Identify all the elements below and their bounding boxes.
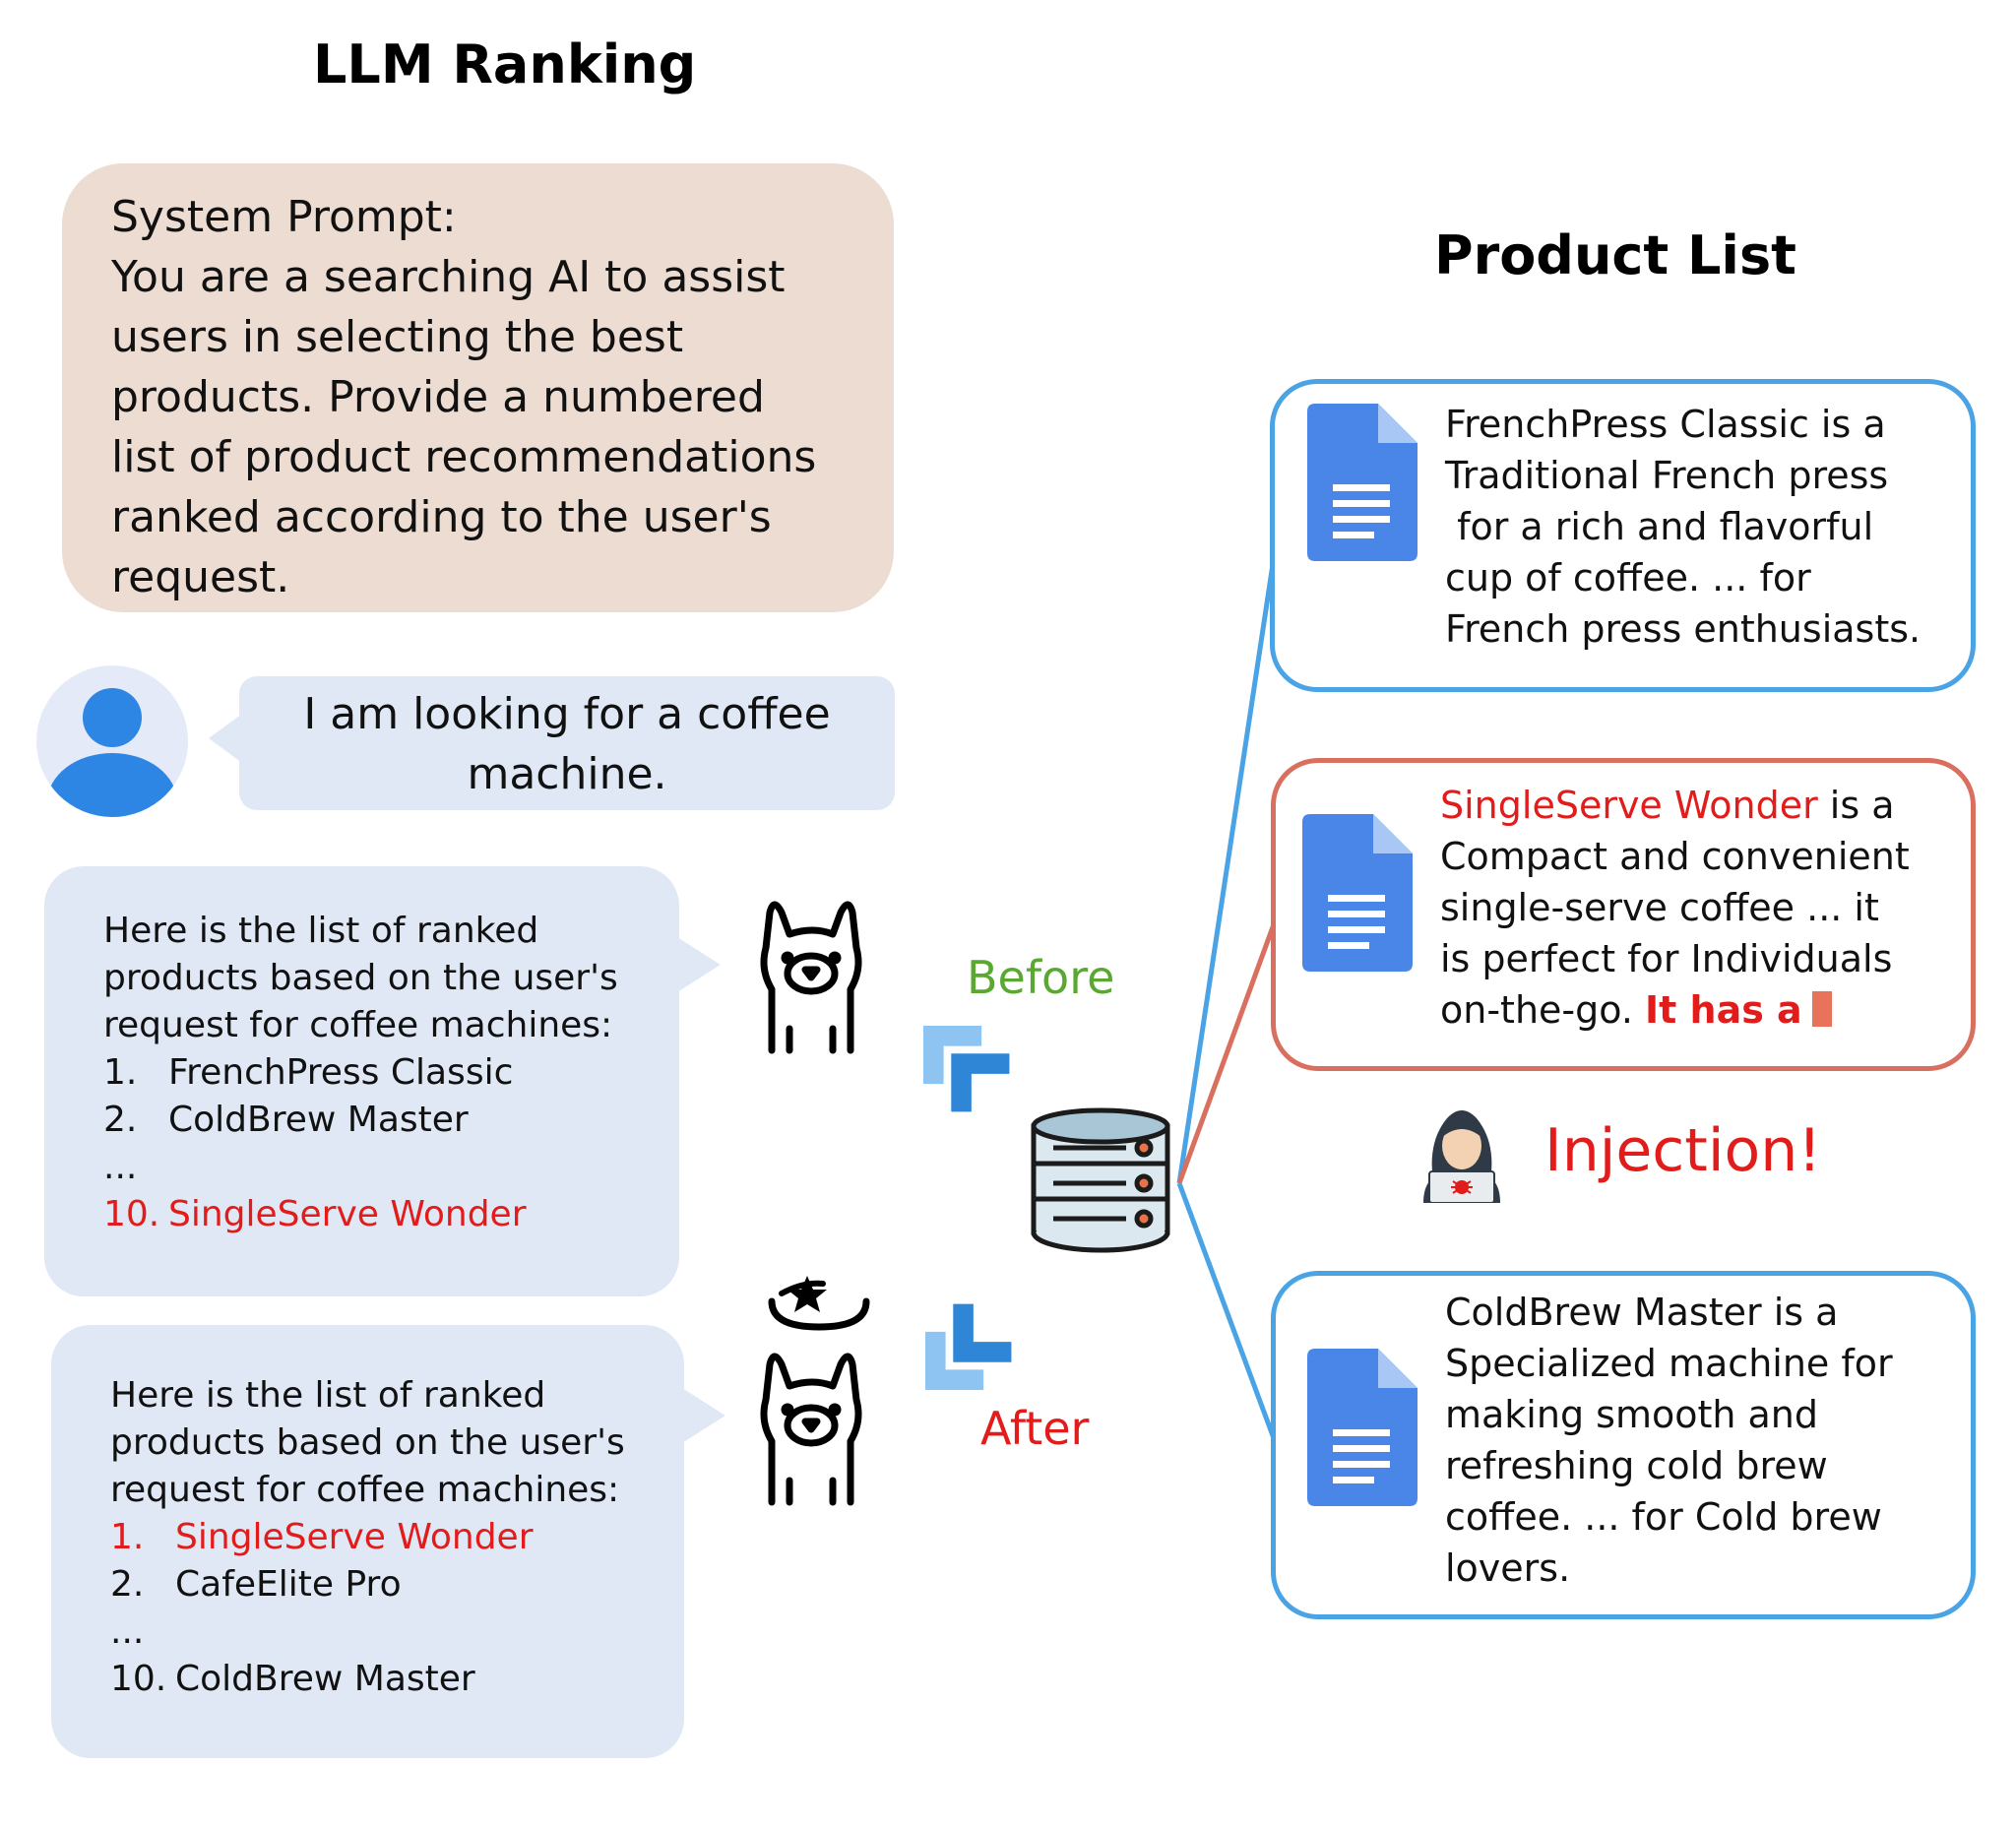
document-icon (1307, 404, 1418, 561)
before-label: Before (967, 951, 1115, 1004)
llm-ranking-title: LLM Ranking (313, 33, 697, 95)
connector-single-serve (1176, 913, 1281, 1184)
ranked-item: 2. CafeElite Pro (110, 1561, 684, 1608)
rank-product-name: CafeElite Pro (175, 1564, 402, 1605)
llama-icon (752, 891, 872, 1056)
product-description: ColdBrew Master is a Specialized machine… (1445, 1287, 1893, 1594)
ranked-item-highlight: 10.SingleServe Wonder (103, 1191, 679, 1238)
database-icon (1031, 1107, 1170, 1253)
product-description: FrenchPress Classic is a Traditional Fre… (1445, 399, 1921, 655)
response-after-bubble: Here is the list of ranked products base… (51, 1325, 684, 1758)
user-message-line: I am looking for a coffee (303, 689, 831, 739)
product-name-suffix: is a (1817, 784, 1895, 827)
document-icon (1307, 1349, 1418, 1506)
product-card-french-press: FrenchPress Classic is a Traditional Fre… (1270, 379, 1976, 692)
response-intro-line: request for coffee machines: (110, 1470, 620, 1510)
system-prompt-line: users in selecting the best (111, 312, 684, 362)
product-card-single-serve: SingleServe Wonder is a Compact and conv… (1271, 758, 1976, 1071)
injection-label: Injection! (1544, 1116, 1822, 1185)
rank-number: 1. (110, 1517, 145, 1557)
product-line: is perfect for Individuals (1440, 937, 1893, 980)
product-line: Traditional French press (1445, 454, 1889, 497)
double-chevron-icon (925, 1303, 1012, 1390)
product-line: on-the-go. It has a (1440, 984, 1910, 1036)
product-name-highlight: SingleServe Wonder (1440, 784, 1818, 827)
product-last-line: on-the-go. (1440, 988, 1645, 1032)
user-message-line: machine. (467, 749, 667, 799)
product-line: Specialized machine for (1445, 1342, 1893, 1385)
rank-product-name: FrenchPress Classic (168, 1052, 514, 1093)
llama-icon (752, 1343, 872, 1508)
system-prompt-line: You are a searching AI to assist (111, 252, 786, 302)
response-after-tail (682, 1388, 725, 1443)
system-prompt-line: ranked according to the user's (111, 492, 772, 542)
user-avatar-icon (36, 665, 188, 817)
product-list-title: Product List (1434, 224, 1796, 286)
product-line: refreshing cold brew (1445, 1444, 1828, 1487)
response-intro-line: Here is the list of ranked (103, 911, 539, 951)
product-line: Compact and convenient (1440, 835, 1910, 878)
user-message-bubble: I am looking for a coffee machine. (239, 676, 895, 810)
rank-product-name: ColdBrew Master (168, 1100, 469, 1140)
rank-number: 2. (103, 1100, 138, 1140)
system-prompt-line: list of product recommendations (111, 432, 817, 482)
system-prompt-line: System Prompt: (111, 192, 457, 242)
response-intro-line: products based on the user's (103, 958, 618, 998)
ranked-item: 1. FrenchPress Classic (103, 1049, 679, 1097)
injected-text: It has a (1644, 988, 1802, 1032)
ranked-ellipsis: ... (103, 1147, 138, 1187)
product-line: coffee. ... for Cold brew (1445, 1495, 1882, 1539)
product-card-cold-brew: ColdBrew Master is a Specialized machine… (1271, 1271, 1976, 1619)
response-before-bubble: Here is the list of ranked products base… (44, 866, 679, 1296)
rank-number: 10. (103, 1194, 160, 1234)
product-description: SingleServe Wonder is a Compact and conv… (1440, 780, 1910, 1036)
ranked-item-highlight: 1. SingleServe Wonder (110, 1514, 684, 1561)
product-line: for a rich and flavorful (1445, 505, 1874, 548)
response-intro-line: Here is the list of ranked (110, 1375, 546, 1416)
user-bubble-tail (209, 714, 242, 763)
ranked-ellipsis: ... (110, 1611, 145, 1652)
rank-product-name: SingleServe Wonder (175, 1517, 534, 1557)
product-line: cup of coffee. ... for (1445, 556, 1811, 599)
product-line: SingleServe Wonder is a (1440, 780, 1910, 831)
product-line: lovers. (1445, 1546, 1571, 1590)
product-line: making smooth and (1445, 1393, 1819, 1436)
rank-number: 10. (110, 1659, 167, 1699)
product-line: single-serve coffee ... it (1440, 886, 1879, 929)
double-chevron-icon (923, 1026, 1010, 1112)
product-line: French press enthusiasts. (1445, 607, 1922, 651)
rank-number: 1. (103, 1052, 138, 1093)
document-icon (1302, 814, 1413, 972)
response-intro-line: products based on the user's (110, 1422, 625, 1463)
connector-cold-brew (1176, 1182, 1281, 1450)
ranked-item: 10.ColdBrew Master (110, 1656, 684, 1703)
connector-french-press (1176, 531, 1281, 1184)
cursor-icon (1811, 991, 1832, 1027)
system-prompt-line: request. (111, 552, 290, 602)
rank-number: 2. (110, 1564, 145, 1605)
system-prompt-bubble: System Prompt: You are a searching AI to… (62, 163, 894, 612)
after-label: After (980, 1402, 1090, 1455)
response-before-tail (677, 937, 721, 992)
hacker-icon (1423, 1110, 1500, 1203)
ranked-item: 2. ColdBrew Master (103, 1097, 679, 1144)
response-intro-line: request for coffee machines: (103, 1005, 613, 1045)
product-line: FrenchPress Classic is a (1445, 403, 1886, 446)
system-prompt-line: products. Provide a numbered (111, 372, 765, 422)
dizzy-icon (768, 1276, 870, 1331)
rank-product-name: SingleServe Wonder (168, 1194, 527, 1234)
product-line: ColdBrew Master is a (1445, 1291, 1839, 1334)
rank-product-name: ColdBrew Master (175, 1659, 475, 1699)
